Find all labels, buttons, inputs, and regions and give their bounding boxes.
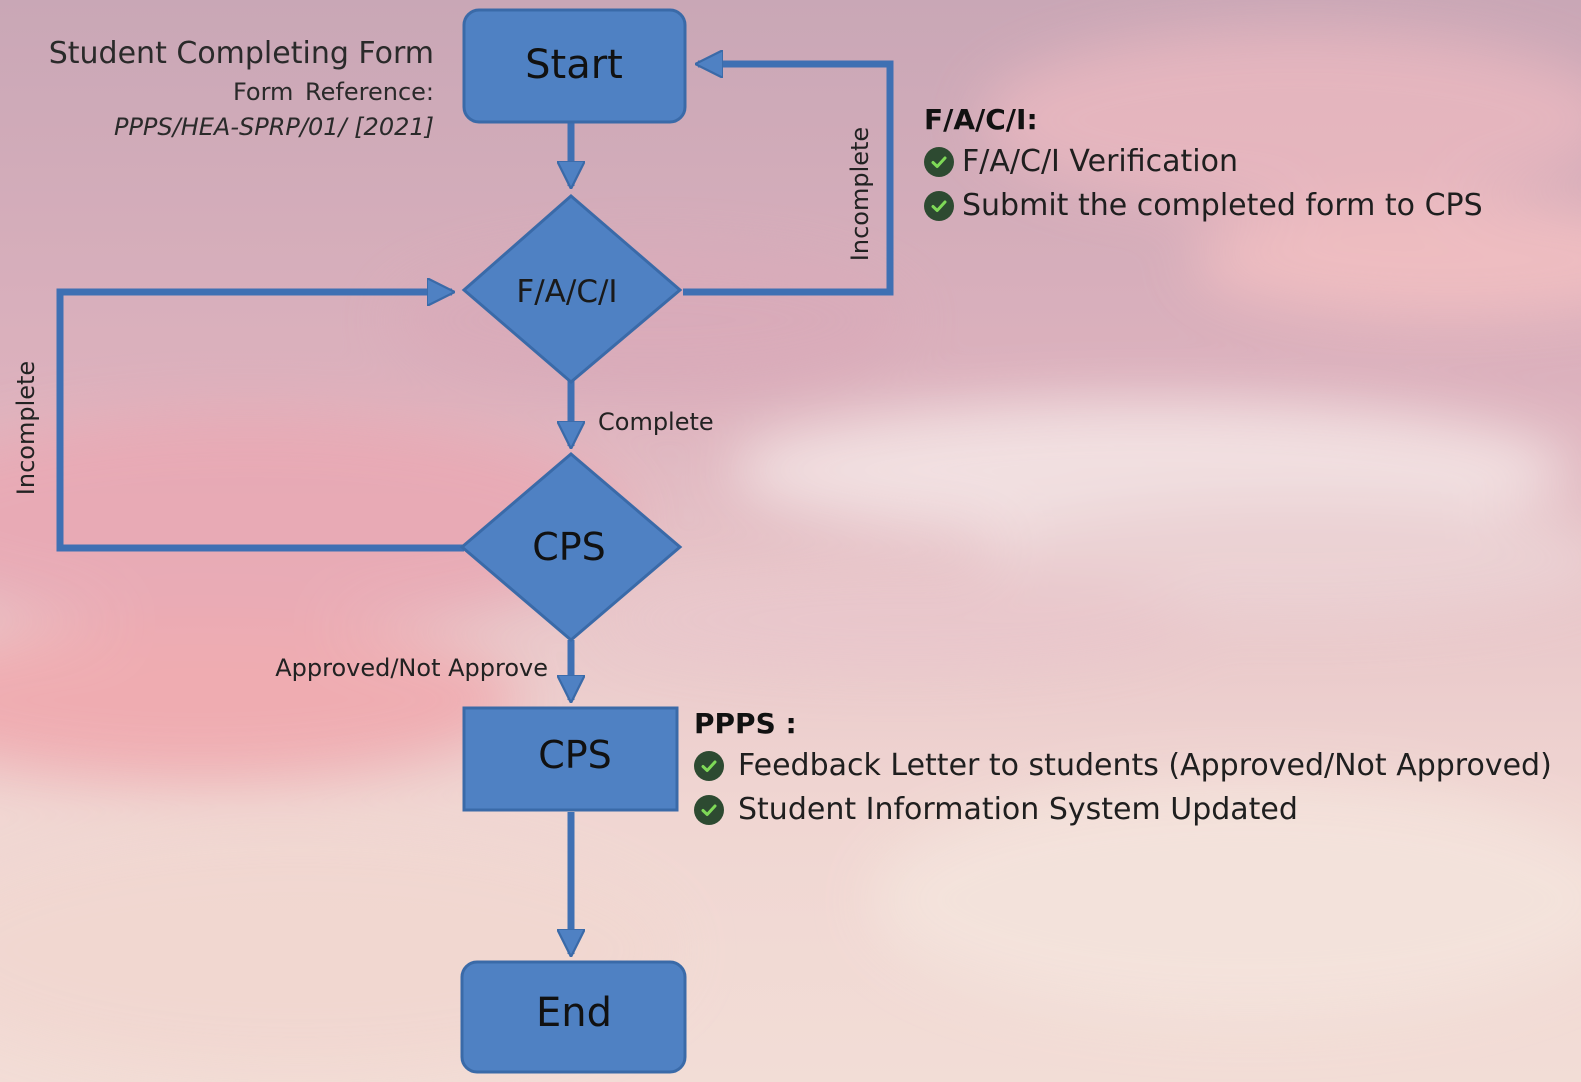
form-reference-value: PPPS/HEA-SPRP/01/ [2021] (113, 113, 434, 141)
check-circle-icon (694, 795, 724, 825)
cps-process-label: CPS (538, 733, 612, 777)
check-circle-icon (924, 191, 954, 221)
ppps-panel: PPPS : Feedback Letter to students (Appr… (694, 704, 1552, 832)
connector-incomplete-left (56, 292, 464, 552)
ppps-panel-item: Feedback Letter to students (Approved/No… (694, 744, 1552, 788)
start-node: Start (462, 8, 687, 124)
connector-incomplete-right (683, 64, 894, 296)
end-node: End (460, 960, 687, 1074)
facii-label: F/A/C/I (516, 274, 617, 310)
edge-label-incomplete-left: Incomplete (12, 361, 40, 495)
ppps-panel-title: PPPS : (694, 707, 797, 740)
facii-panel-item-text: Submit the completed form to CPS (962, 188, 1483, 223)
facii-panel-item: F/A/C/I Verification (924, 140, 1483, 184)
form-title: Student Completing Form (48, 36, 434, 71)
cps-decision-node: CPS (459, 452, 683, 642)
check-circle-icon (924, 147, 954, 177)
form-header: Student Completing Form Form Reference: … (30, 34, 434, 144)
ppps-panel-item: Student Information System Updated (694, 788, 1552, 832)
edge-label-approved: Approved/Not Approve (275, 654, 548, 682)
facii-panel-item-text: F/A/C/I Verification (962, 144, 1238, 179)
edge-label-incomplete-right: Incomplete (846, 127, 874, 261)
ppps-panel-item-text: Feedback Letter to students (Approved/No… (738, 748, 1552, 783)
facii-panel: F/A/C/I: F/A/C/I Verification Submit the… (924, 100, 1483, 228)
facii-panel-item: Submit the completed form to CPS (924, 184, 1483, 228)
edge-label-complete: Complete (598, 408, 714, 436)
cps-process-node: CPS (462, 706, 679, 812)
ppps-panel-item-text: Student Information System Updated (738, 792, 1298, 827)
start-label: Start (525, 42, 623, 88)
facii-panel-title: F/A/C/I: (924, 103, 1038, 136)
end-label: End (536, 990, 612, 1036)
check-circle-icon (694, 751, 724, 781)
cps-decision-label: CPS (532, 525, 606, 569)
form-reference-label: Form Reference: (232, 78, 434, 106)
facii-decision-node: F/A/C/I (461, 194, 683, 384)
